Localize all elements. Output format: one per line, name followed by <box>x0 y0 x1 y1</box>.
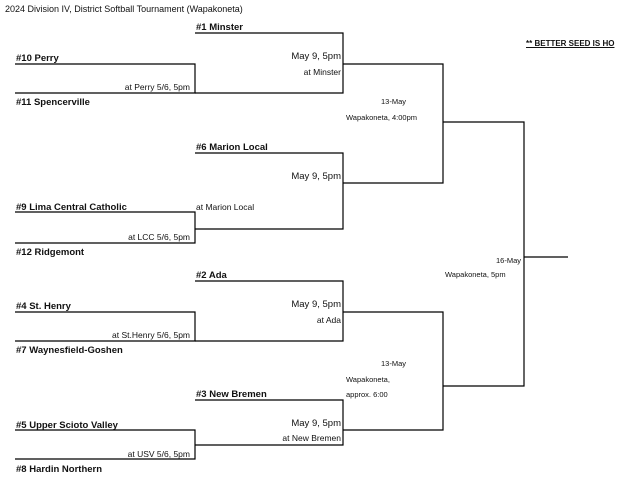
team-lima-central-catholic: #9 Lima Central Catholic <box>16 202 127 213</box>
team-minster: #1 Minster <box>196 22 243 33</box>
game-date-s3: May 9, 5pm <box>291 299 341 310</box>
page-title: 2024 Division IV, District Softball Tour… <box>5 4 243 14</box>
game-info-g3: at St.Henry 5/6, 5pm <box>112 330 190 340</box>
bracket-line-s2 <box>195 152 344 230</box>
seed-note: ** BETTER SEED IS HO <box>526 39 615 48</box>
bracket-line-g3 <box>15 311 196 342</box>
game-site-f1: Wapakoneta, 4:00pm <box>346 113 418 122</box>
team-upper-scioto-valley: #5 Upper Scioto Valley <box>16 420 118 431</box>
bracket-line-final <box>443 121 525 387</box>
game-site-s2: at Marion Local <box>196 202 255 212</box>
game-site-s1: at Minster <box>303 67 341 77</box>
bracket-line-f2 <box>343 311 444 431</box>
bracket-line-s1 <box>195 32 344 94</box>
game-date-f1: 13-May <box>381 97 407 106</box>
bracket-line-g2 <box>15 211 196 244</box>
bracket-line-s4 <box>195 399 344 446</box>
team-spencerville: #11 Spencerville <box>16 97 90 108</box>
game-site-s3: at Ada <box>316 315 341 325</box>
game-site-final: Wapakoneta, 5pm <box>445 270 506 279</box>
team-hardin-northern: #8 Hardin Northern <box>16 464 103 475</box>
game-site-f2-line1: Wapakoneta, <box>346 375 390 384</box>
team-perry: #10 Perry <box>16 53 59 64</box>
team-st-henry: #4 St. Henry <box>16 301 71 312</box>
game-info-g2: at LCC 5/6, 5pm <box>128 232 190 242</box>
team-ridgemont: #12 Ridgemont <box>16 247 85 258</box>
game-date-s4: May 9, 5pm <box>291 418 341 429</box>
game-date-s1: May 9, 5pm <box>291 51 341 62</box>
team-new-bremen: #3 New Bremen <box>196 389 267 400</box>
game-site-f2-line2: approx. 6:00 <box>346 390 388 399</box>
team-marion-local: #6 Marion Local <box>196 142 268 153</box>
bracket-line-f1 <box>343 63 444 184</box>
game-date-final: 16-May <box>496 256 522 265</box>
game-date-f2: 13-May <box>381 359 407 368</box>
team-waynesfield-goshen: #7 Waynesfield-Goshen <box>16 345 123 356</box>
bracket-line-s3 <box>195 280 344 342</box>
game-info-g1: at Perry 5/6, 5pm <box>124 82 190 92</box>
game-date-s2: May 9, 5pm <box>291 171 341 182</box>
game-info-g4: at USV 5/6, 5pm <box>127 449 190 459</box>
team-ada: #2 Ada <box>196 270 227 281</box>
bracket-line-g1 <box>15 63 196 94</box>
game-site-s4: at New Bremen <box>282 433 341 443</box>
